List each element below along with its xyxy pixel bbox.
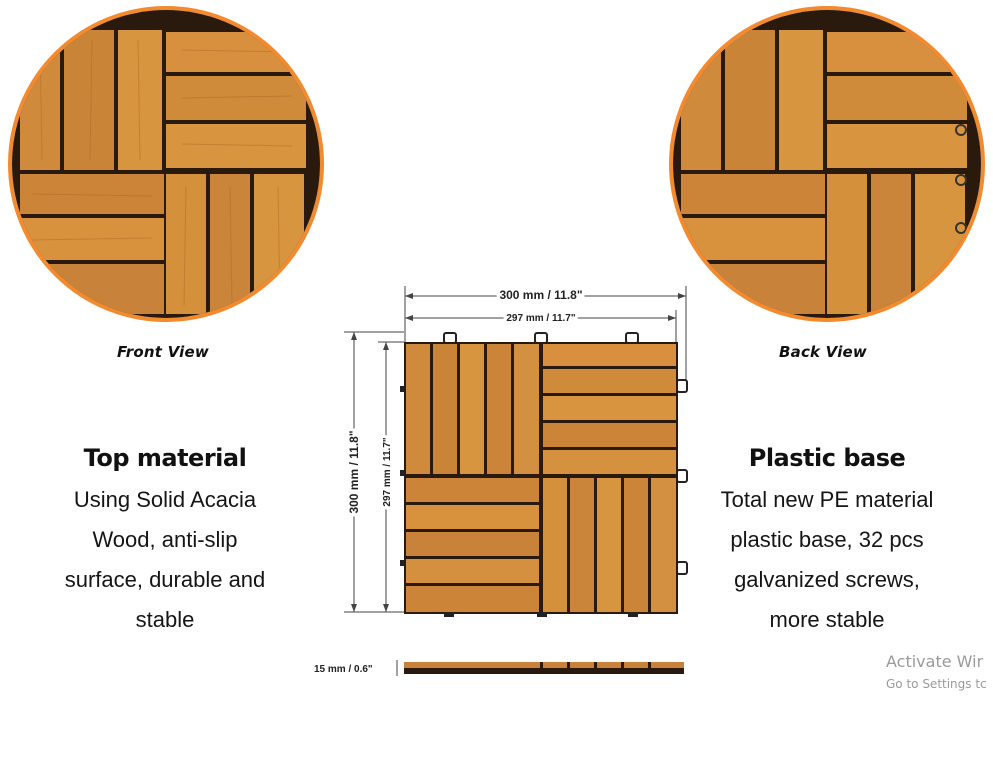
inner-height-label: 297 mm / 11.7" bbox=[382, 437, 393, 506]
front-view-label: Front View bbox=[117, 343, 209, 361]
outer-width-label: 300 mm / 11.8" bbox=[499, 288, 582, 302]
back-view-tile-image bbox=[673, 10, 981, 318]
thickness-label: 15 mm / 0.6" bbox=[314, 664, 373, 675]
inner-width-label: 297 mm / 11.7" bbox=[506, 313, 575, 324]
back-view-label: Back View bbox=[779, 343, 867, 361]
tile-side-profile bbox=[404, 662, 684, 674]
plastic-base-feature: Plastic base Total new PE material plast… bbox=[697, 444, 957, 640]
top-material-feature: Top material Using Solid Acacia Wood, an… bbox=[40, 444, 290, 640]
activation-watermark-title: Activate Wir bbox=[886, 652, 984, 671]
front-view-tile-image bbox=[12, 10, 320, 318]
plastic-base-description: Total new PE material plastic base, 32 p… bbox=[720, 487, 934, 632]
front-view-circle bbox=[8, 6, 324, 322]
top-material-title: Top material bbox=[83, 444, 247, 472]
plastic-base-title: Plastic base bbox=[748, 444, 906, 472]
tile-body bbox=[404, 342, 678, 614]
back-view-circle bbox=[669, 6, 985, 322]
outer-height-label: 300 mm / 11.8" bbox=[347, 430, 361, 513]
activation-watermark-subtitle: Go to Settings tc bbox=[886, 677, 987, 691]
top-material-description: Using Solid Acacia Wood, anti-slip surfa… bbox=[64, 487, 266, 632]
